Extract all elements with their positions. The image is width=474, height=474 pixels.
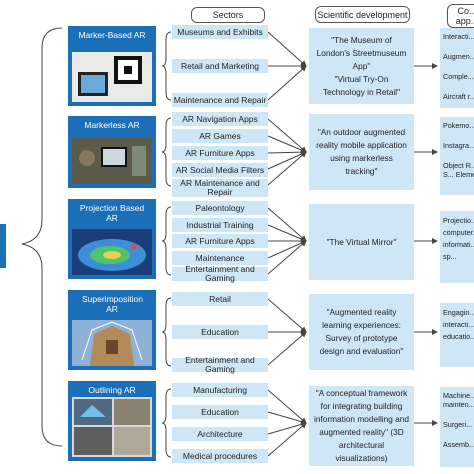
development-box: "A conceptual framework for integrating … (309, 386, 414, 466)
application-item: Aircraft r... (443, 92, 474, 101)
application-item: Projectio... computer... informati... fo… (443, 216, 474, 261)
sector-box: Paleontology (172, 201, 268, 215)
type-box-markerless-ar: Markerless AR (68, 116, 156, 188)
sector-box: Education (172, 405, 268, 419)
marker-based-photo (72, 52, 152, 102)
type-box-projection-based-ar: Projection Based AR (68, 199, 156, 279)
applications-box: Interacti... Augmen... retail sto... Com… (440, 28, 474, 108)
type-label: Outlining AR (88, 385, 136, 395)
type-box-superimposition-ar: Superimposition AR (68, 290, 156, 370)
sector-box: Maintenance and Repair (172, 93, 268, 107)
development-box: "The Museum of London's Streetmuseum App… (309, 28, 414, 104)
application-item: Machine... mainten... (443, 391, 474, 409)
applications-header: Co... app... (447, 4, 474, 28)
application-item: Interacti... (443, 32, 474, 41)
type-label: Markerless AR (84, 120, 140, 130)
application-item: Object R... Identify S... Elements... (443, 161, 474, 179)
sector-box: Museums and Exhibits (172, 25, 268, 39)
root-node-stub (0, 224, 6, 268)
sectors-header: Sectors (191, 7, 265, 23)
sector-box: AR Furniture Apps (172, 146, 268, 160)
type-label: Projection Based AR (79, 203, 145, 223)
sector-box: Architecture (172, 427, 268, 441)
sector-box: AR Navigation Apps (172, 112, 268, 126)
development-text: "The Museum of London's Streetmuseum App… (316, 34, 407, 71)
type-box-outlining-ar: Outlining AR (68, 381, 156, 461)
projection-photo (72, 229, 152, 275)
type-box-marker-based-ar: Marker-Based AR (68, 26, 156, 106)
development-text: "Virtual Try-On Technology in Retail" (322, 73, 401, 97)
sector-box: AR Furniture Apps (172, 234, 268, 248)
sector-box: Maintenance (172, 251, 268, 265)
application-item: Instagra... (443, 141, 474, 150)
sector-box: AR Social Media Filters (172, 163, 268, 177)
sector-box: Entertainment and Gaming (172, 356, 268, 374)
sector-box: Retail (172, 292, 268, 306)
markerless-photo (72, 138, 152, 184)
development-box: "An outdoor augmented reality mobile app… (309, 114, 414, 190)
sector-box: Education (172, 325, 268, 339)
application-item: Engagin... interacti... educatio... (443, 308, 474, 341)
scientific-development-header: Scientific development (315, 6, 410, 23)
applications-box: Projectio... computer... informati... fo… (440, 211, 474, 283)
development-box: "The Virtual Mirror" (309, 204, 414, 280)
sector-box: Retail and Marketing (172, 59, 268, 73)
sector-box: Manufacturing (172, 383, 268, 397)
sector-box: Entertainment and Gaming (172, 265, 268, 283)
sector-box: Medical procedures (172, 449, 268, 463)
sector-box: AR Maintenance and Repair (172, 179, 268, 197)
application-item: Assemb... (443, 440, 474, 449)
sector-box: AR Games (172, 129, 268, 143)
superimposition-photo (72, 320, 152, 366)
application-item: Surgeri... (443, 420, 473, 429)
applications-box: Machine... mainten... Surgeri... Assemb.… (440, 387, 474, 467)
application-item: Comple... (443, 72, 474, 81)
applications-box: Engagin... interacti... educatio... (440, 303, 474, 367)
application-item: Pokemo... (443, 121, 474, 130)
sector-box: Industrial Training (172, 218, 268, 232)
type-label: Marker-Based AR (78, 30, 146, 40)
type-label: Superimposition AR (82, 294, 143, 314)
applications-box: Pokemo... Instagra... Object R... Identi… (440, 117, 474, 195)
outlining-photo (72, 397, 152, 457)
application-item: Augmen... retail sto... (443, 52, 474, 61)
development-box: "Augmented reality learning experiences:… (309, 294, 414, 370)
